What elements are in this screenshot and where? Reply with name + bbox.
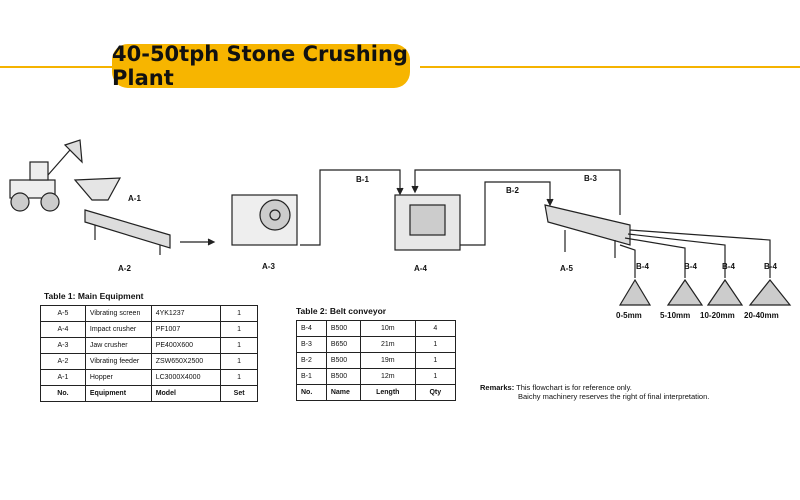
table-cell: B-1 (296, 368, 327, 385)
label-b4: B-4 (764, 262, 777, 271)
table-cell: 4 (414, 320, 457, 337)
table-cell: Vibrating screen (84, 305, 152, 322)
hopper-icon (73, 177, 122, 201)
table-cell: 1 (414, 336, 457, 353)
label-b1: B-1 (356, 175, 369, 184)
table-cell: 10m (359, 320, 416, 337)
table-cell: LC3000X4000 (150, 369, 222, 386)
table-cell: A-4 (40, 321, 86, 338)
table-cell: Vibrating feeder (84, 353, 152, 370)
table-cell: 21m (359, 336, 416, 353)
table-cell: PF1007 (150, 321, 222, 338)
table-cell: No. (40, 385, 86, 402)
size-label: 0-5mm (616, 311, 642, 320)
table-cell: 1 (220, 353, 258, 370)
label-b4: B-4 (722, 262, 735, 271)
table-cell: B650 (325, 336, 361, 353)
table-cell: A-3 (40, 337, 86, 354)
table-cell: A-5 (40, 305, 86, 322)
label-b4: B-4 (684, 262, 697, 271)
table2-caption: Table 2: Belt conveyor (296, 306, 387, 316)
page-title: 40-50tph Stone Crushing Plant (112, 42, 410, 90)
table-cell: PE400X600 (150, 337, 222, 354)
table-cell: B-3 (296, 336, 327, 353)
table-cell: Name (325, 384, 361, 401)
table-cell: Impact crusher (84, 321, 152, 338)
remarks: Remarks: This flowchart is for reference… (480, 383, 709, 401)
label-a1: A-1 (128, 194, 141, 203)
table-cell: B500 (325, 320, 361, 337)
table-cell: B500 (325, 352, 361, 369)
remarks-label: Remarks: (480, 383, 515, 392)
vibrating-screen-icon (544, 204, 631, 258)
impact-crusher-icon (394, 194, 461, 251)
table-cell: B-2 (296, 352, 327, 369)
table1-caption: Table 1: Main Equipment (44, 291, 144, 301)
label-a2: A-2 (118, 264, 131, 273)
table-cell: 12m (359, 368, 416, 385)
conveyor-b2 (460, 181, 551, 246)
conveyor-b3 (414, 169, 621, 215)
wheel-loader-icon (9, 139, 83, 212)
size-label: 5-10mm (660, 311, 691, 320)
table-cell: ZSW650X2500 (150, 353, 222, 370)
size-label: 10-20mm (700, 311, 735, 320)
label-a5: A-5 (560, 264, 573, 273)
label-b3: B-3 (584, 174, 597, 183)
label-a4: A-4 (414, 264, 427, 273)
table-cell: 19m (359, 352, 416, 369)
table-cell: A-2 (40, 353, 86, 370)
table-cell: A-1 (40, 369, 86, 386)
table-cell: 1 (220, 305, 258, 322)
title-line-right (420, 66, 800, 68)
table-cell: Model (150, 385, 222, 402)
table-cell: Length (359, 384, 416, 401)
table-cell: Jaw crusher (84, 337, 152, 354)
label-b4: B-4 (636, 262, 649, 271)
table-cell: Hopper (84, 369, 152, 386)
conveyor-b4 (619, 229, 771, 278)
table-cell: Set (220, 385, 258, 402)
remarks-line2: Baichy machinery reserves the right of f… (518, 392, 710, 401)
jaw-crusher-icon (231, 194, 298, 246)
label-b2: B-2 (506, 186, 519, 195)
table-cell: 4YK1237 (150, 305, 222, 322)
stockpile-icons (618, 278, 792, 306)
table-cell: B500 (325, 368, 361, 385)
size-label: 20-40mm (744, 311, 779, 320)
table-cell: 1 (220, 369, 258, 386)
remarks-line1: This flowchart is for reference only. (516, 383, 632, 392)
table-cell: 1 (414, 352, 457, 369)
table-cell: No. (296, 384, 327, 401)
title-line-left (0, 66, 112, 68)
table-cell: 1 (220, 337, 258, 354)
table-cell: 1 (220, 321, 258, 338)
table-cell: B-4 (296, 320, 327, 337)
conveyor-b1 (300, 169, 401, 246)
vibrating-feeder-icon (84, 209, 171, 255)
table-cell: Equipment (84, 385, 152, 402)
table-cell: Qty (414, 384, 457, 401)
table-cell: 1 (414, 368, 457, 385)
label-a3: A-3 (262, 262, 275, 271)
